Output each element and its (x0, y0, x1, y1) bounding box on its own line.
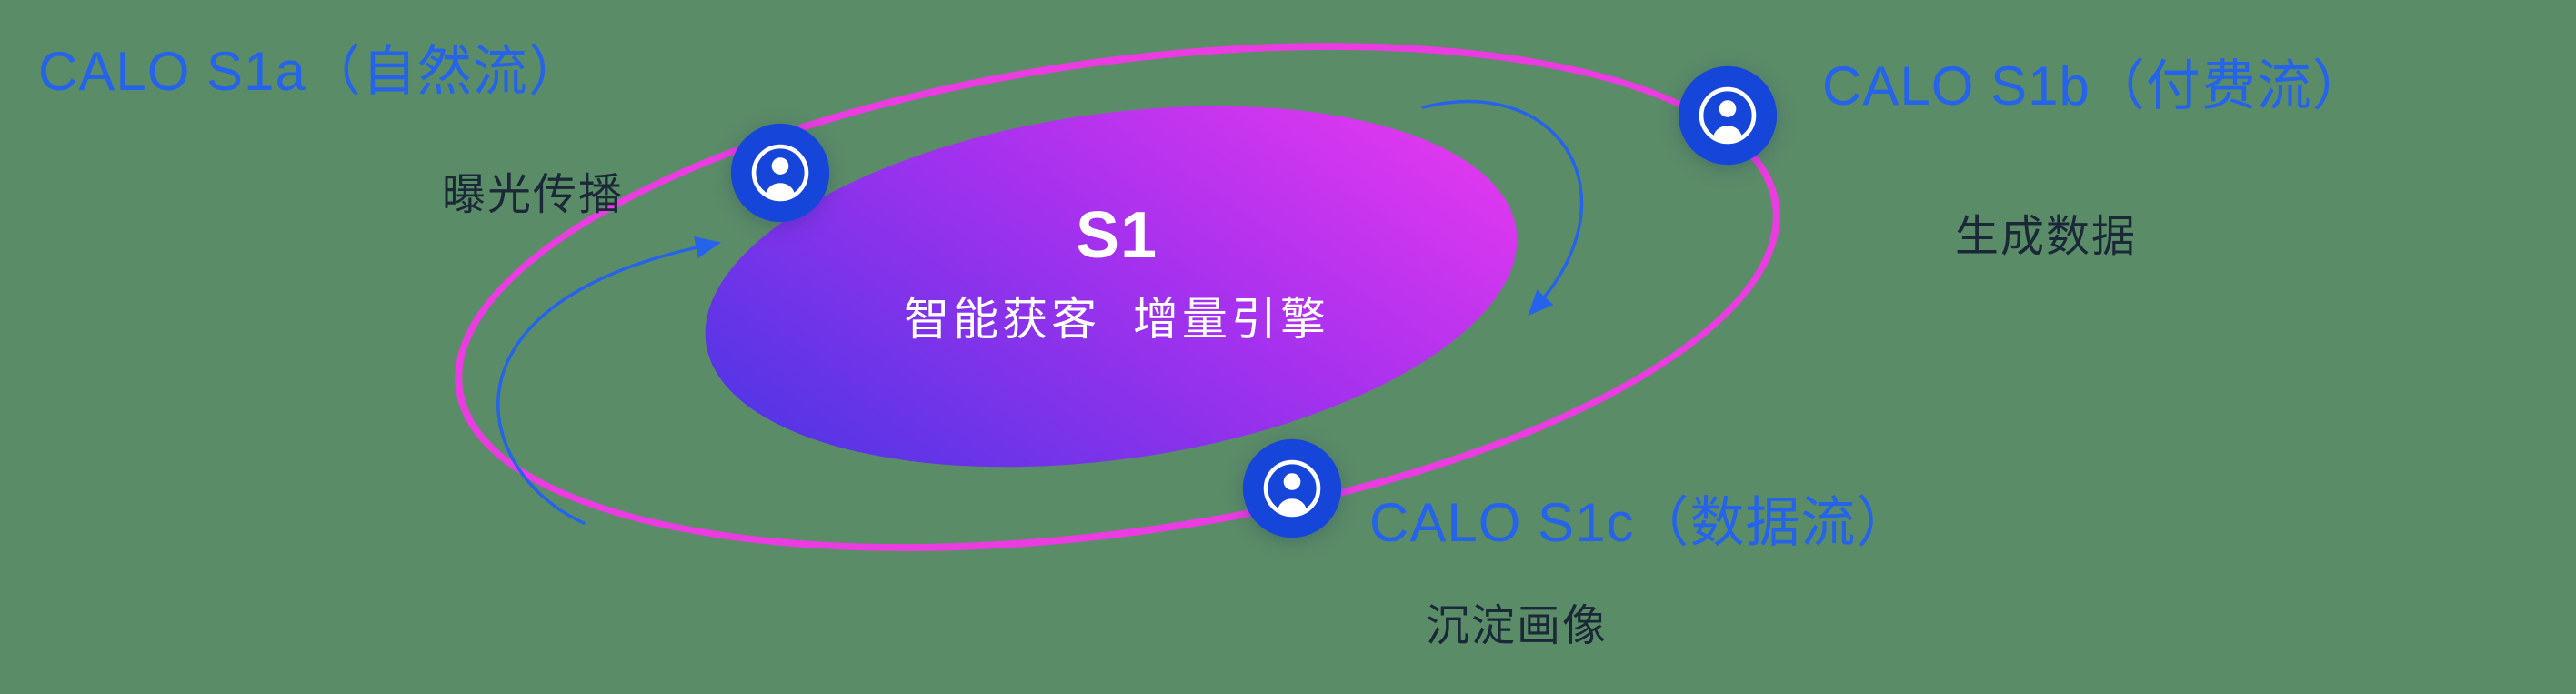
node-calo-s1a-subtitle: 曝光传播 (442, 171, 625, 219)
node-calo-s1a-title: CALO S1a（自然流） (38, 41, 584, 102)
center-title: S1 (1075, 199, 1158, 272)
node-calo-s1b-subtitle: 生成数据 (1955, 213, 2138, 261)
center-text-block: S1 智能获客 增量引擎 (844, 198, 1389, 348)
user-icon (729, 122, 831, 224)
user-icon (1677, 65, 1779, 166)
node-calo-s1c-title: CALO S1c（数据流） (1369, 492, 1912, 553)
user-icon (1241, 438, 1343, 539)
center-subtitle: 智能获客 增量引擎 (904, 293, 1329, 345)
node-calo-s1c-subtitle: 沉淀画像 (1426, 602, 1609, 650)
node-calo-s1b-title: CALO S1b（付费流） (1822, 55, 2368, 116)
